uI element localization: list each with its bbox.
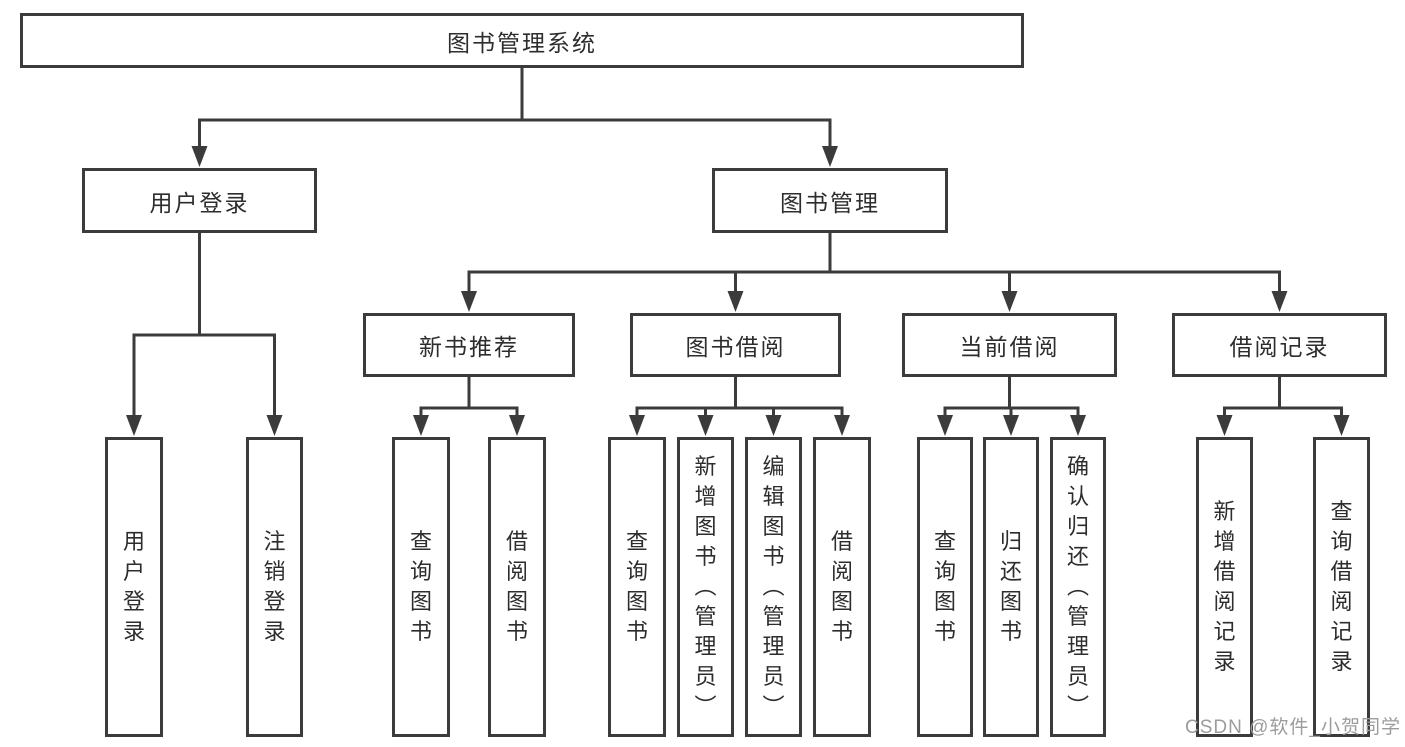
node-label: 借阅图书 [505, 529, 528, 644]
node-label: 查询借阅记录 [1330, 499, 1353, 674]
node-label: 新书推荐 [419, 334, 519, 360]
node-borrowing-records: 借阅记录 [1172, 313, 1387, 377]
leaf-query-books: 查询图书 [917, 437, 973, 737]
leaf-query-books: 查询图书 [608, 437, 666, 737]
leaf-query-books: 查询图书 [392, 437, 450, 737]
node-label: 图书借阅 [685, 334, 786, 360]
leaf-confirm-return-admin: 确认归还︵管理员︶ [1050, 437, 1106, 737]
node-label: 确认归还︵管理员︶ [1066, 454, 1089, 719]
leaf-borrow-books: 借阅图书 [813, 437, 871, 737]
arrowhead-down-icon [1271, 291, 1288, 312]
node-library-management-system: 图书管理系统 [20, 13, 1024, 68]
node-label: 借阅记录 [1229, 334, 1330, 360]
arrowhead-down-icon [629, 415, 645, 436]
arrowhead-down-icon [1070, 415, 1086, 436]
node-label: 用户登录 [149, 189, 250, 216]
arrowhead-down-icon [765, 415, 782, 436]
leaf-borrow-books: 借阅图书 [488, 437, 546, 737]
node-label: 查询图书 [409, 529, 432, 644]
node-label: 借阅图书 [830, 529, 853, 644]
node-current-borrowing: 当前借阅 [902, 313, 1117, 377]
arrowhead-down-icon [1003, 415, 1019, 436]
arrowhead-down-icon [191, 146, 208, 167]
node-label: 图书管理 [780, 189, 880, 216]
arrowhead-down-icon [697, 415, 714, 436]
node-book-management: 图书管理 [712, 168, 948, 233]
arrowhead-down-icon [266, 415, 283, 436]
arrowhead-down-icon [509, 415, 525, 436]
leaf-logout: 注销登录 [246, 437, 303, 737]
arrowhead-down-icon [1001, 291, 1018, 312]
node-new-book-recommendation: 新书推荐 [363, 313, 575, 377]
leaf-query-borrow-record: 查询借阅记录 [1313, 437, 1370, 737]
arrowhead-down-icon [1333, 415, 1350, 436]
watermark: CSDN @软件_小贺同学 [1185, 717, 1401, 738]
node-label: 新增图书︵管理员︶ [694, 454, 717, 719]
node-label: 注销登录 [263, 529, 286, 644]
arrowhead-down-icon [822, 146, 838, 167]
node-user-login: 用户登录 [82, 168, 317, 233]
leaf-return-books: 归还图书 [983, 437, 1039, 737]
leaf-add-borrow-record: 新增借阅记录 [1196, 437, 1253, 737]
leaf-user-login: 用户登录 [105, 437, 163, 737]
node-label: 图书管理系统 [447, 29, 597, 56]
arrowhead-down-icon [727, 291, 744, 312]
node-label: 查询图书 [933, 529, 956, 644]
node-label: 用户登录 [122, 529, 145, 644]
arrowhead-down-icon [834, 415, 850, 436]
node-label: 当前借阅 [959, 334, 1060, 360]
leaf-edit-book-admin: 编辑图书︵管理员︶ [745, 437, 802, 737]
arrowhead-down-icon [126, 415, 142, 436]
arrowhead-down-icon [1216, 415, 1233, 436]
node-label: 编辑图书︵管理员︶ [762, 454, 785, 719]
arrowhead-down-icon [937, 415, 953, 436]
node-book-borrowing: 图书借阅 [630, 313, 841, 377]
arrowhead-down-icon [413, 415, 429, 436]
node-label: 归还图书 [999, 529, 1022, 644]
leaf-add-book-admin: 新增图书︵管理员︶ [677, 437, 734, 737]
node-label: 新增借阅记录 [1213, 499, 1236, 674]
node-label: 查询图书 [625, 529, 648, 644]
arrowhead-down-icon [461, 291, 477, 312]
